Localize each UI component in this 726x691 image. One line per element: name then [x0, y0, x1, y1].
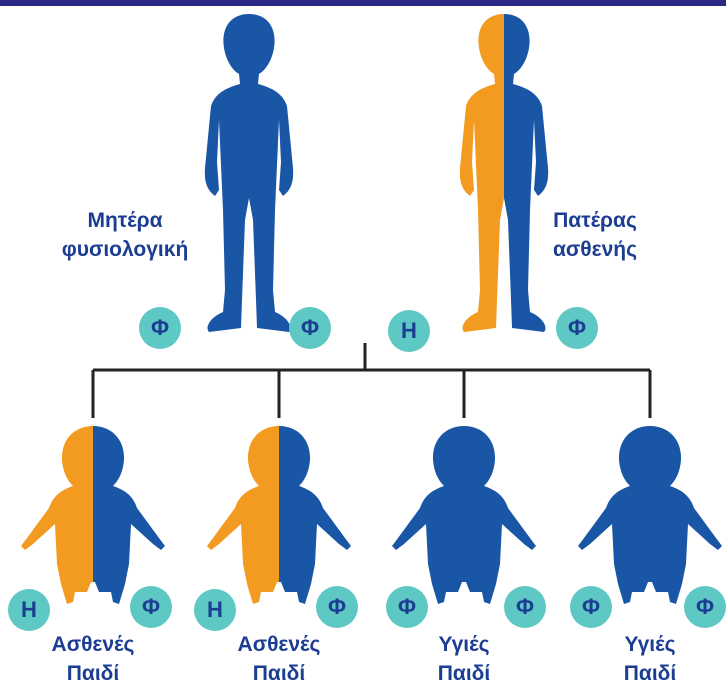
mother-allele-right: Φ [289, 307, 331, 349]
child-3-label-line2: Παιδί [394, 659, 534, 688]
child-4-label-line1: Υγιές [580, 630, 720, 659]
child-figure-3 [392, 426, 536, 604]
child-4-allele-right: Φ [684, 586, 726, 628]
child-2-label-line1: Ασθενές [209, 630, 349, 659]
mother-allele-left: Φ [139, 307, 181, 349]
child-2-allele-left: Η [194, 589, 236, 631]
mother-label-line1: Μητέρα [55, 206, 195, 235]
child-1-label-line2: Παιδί [23, 659, 163, 688]
child-figure-1 [21, 426, 165, 604]
child-4-allele-left: Φ [570, 586, 612, 628]
child-3-allele-left: Φ [386, 586, 428, 628]
child-1-label: Ασθενές Παιδί [23, 630, 163, 688]
mother-figure [205, 14, 293, 332]
mother-label: Μητέρα φυσιολογική [55, 206, 195, 264]
child-3-allele-right: Φ [504, 586, 546, 628]
child-figure-4 [578, 426, 722, 604]
child-3-label: Υγιές Παιδί [394, 630, 534, 688]
child-2-label-line2: Παιδί [209, 659, 349, 688]
child-3-label-line1: Υγιές [394, 630, 534, 659]
mother-label-line2: φυσιολογική [55, 235, 195, 264]
pedigree-lines [93, 343, 650, 418]
father-figure [460, 14, 548, 332]
father-allele-left: Η [388, 310, 430, 352]
child-1-allele-left: Η [8, 589, 50, 631]
father-label: Πατέρας ασθενής [530, 206, 660, 264]
child-figure-2 [207, 426, 351, 604]
father-allele-right: Φ [556, 307, 598, 349]
father-label-line2: ασθενής [530, 235, 660, 264]
child-2-label: Ασθενές Παιδί [209, 630, 349, 688]
child-4-label-line2: Παιδί [580, 659, 720, 688]
child-1-allele-right: Φ [130, 586, 172, 628]
father-label-line1: Πατέρας [530, 206, 660, 235]
child-2-allele-right: Φ [316, 586, 358, 628]
child-4-label: Υγιές Παιδί [580, 630, 720, 688]
child-1-label-line1: Ασθενές [23, 630, 163, 659]
